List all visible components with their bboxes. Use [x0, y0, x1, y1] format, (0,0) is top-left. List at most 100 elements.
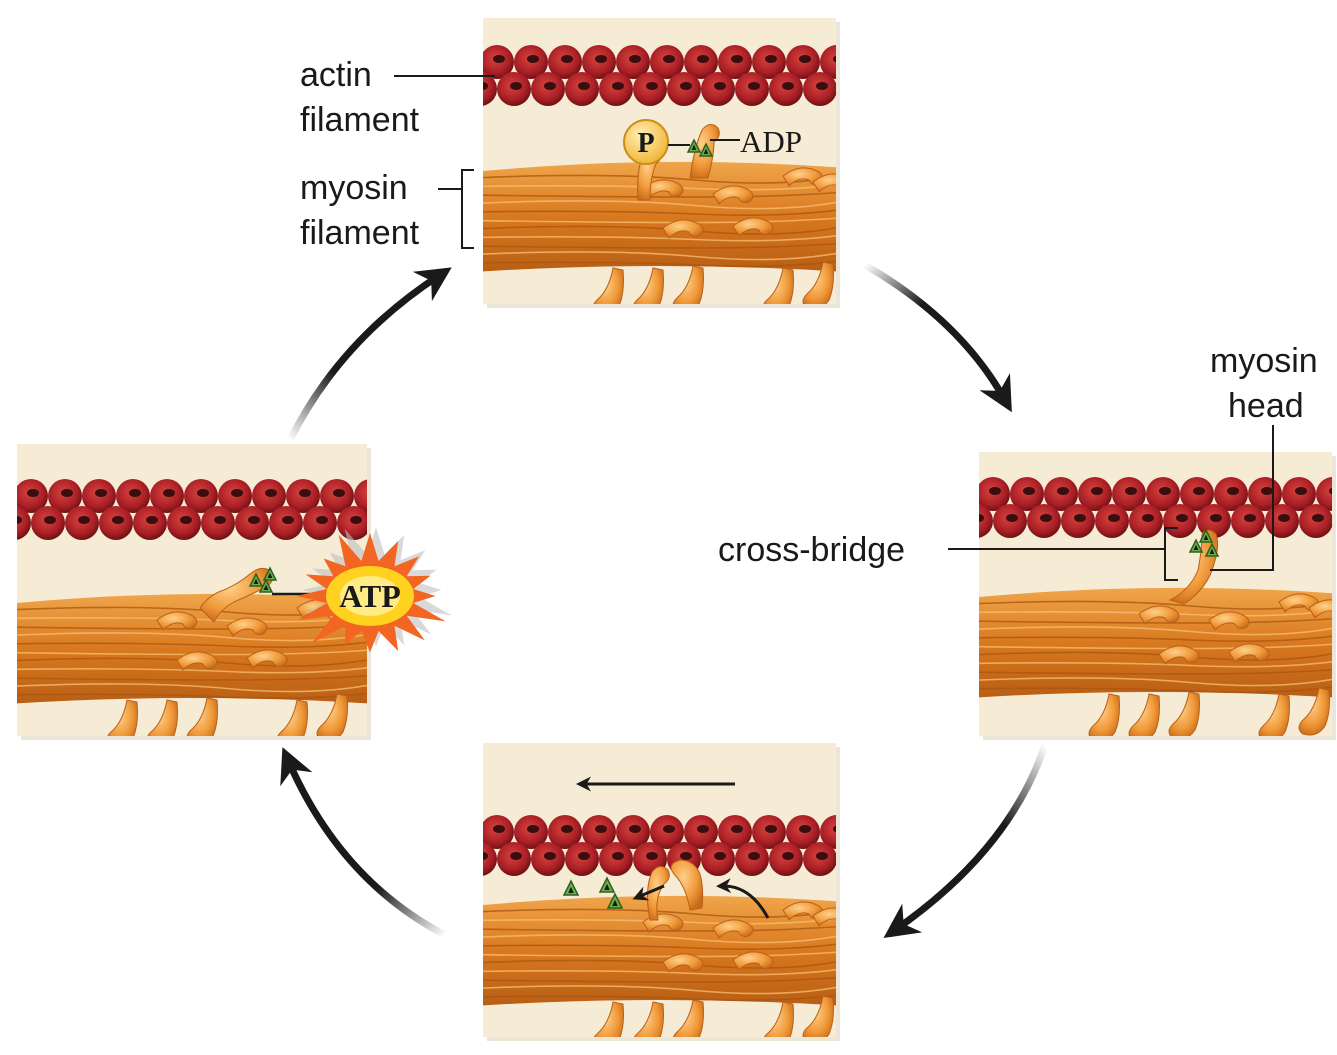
myosin-strand [483, 985, 836, 995]
actin-bead-core [78, 516, 90, 524]
actin-bead-core [1193, 487, 1205, 495]
actin-label-line2: filament [300, 101, 420, 139]
cross-bridge-label-text: cross-bridge [718, 531, 905, 569]
actin-bead-core [1329, 487, 1332, 495]
myosin-filament-label-line1: myosin [300, 169, 408, 207]
actin-bead [1316, 477, 1332, 511]
myosin-strand [483, 200, 836, 210]
actin-bead-core [483, 82, 488, 90]
panel-content [483, 776, 871, 1037]
actin-bead-core [1057, 487, 1069, 495]
actin-bead [354, 479, 367, 513]
myosin-head [712, 185, 754, 205]
myosin-head-label-line1: myosin [1210, 342, 1318, 380]
actin-bead-core [731, 55, 743, 63]
actin-bead-core [561, 825, 573, 833]
actin-bead-core [955, 487, 967, 495]
myosin-head [802, 261, 834, 304]
myosin-strand [17, 674, 367, 681]
myosin-head [1158, 645, 1200, 665]
myosin-strand [483, 934, 836, 944]
myosin-head [812, 173, 836, 193]
myosin-filament-label: myosin filament [300, 169, 474, 252]
actin-bead-core [697, 825, 709, 833]
actin-bead [979, 504, 993, 538]
myosin-head [672, 265, 704, 304]
myosin-filament-bracket [461, 169, 474, 249]
myosin-strand [483, 242, 836, 249]
cycle-arrow-right-to-bottom [883, 743, 1049, 938]
myosin-head [1308, 599, 1332, 619]
actin-label-line1: actin [300, 56, 372, 94]
actin-bead-core [95, 489, 107, 497]
myosin-head-power-stroke [670, 859, 704, 911]
adp-label: ADP [740, 124, 802, 159]
phosphate-circle [623, 119, 669, 165]
panel-bottom [483, 743, 871, 1041]
panel-right [942, 452, 1336, 740]
actin-bead-core [680, 852, 692, 860]
actin-filament [17, 479, 367, 540]
actin-bead-core [1142, 514, 1154, 522]
actin-bead-core [816, 852, 828, 860]
myosin-strand [979, 686, 1332, 694]
myosin-head [763, 267, 794, 304]
actin-bead-core [612, 852, 624, 860]
cross-bridge-label: cross-bridge [718, 527, 1178, 581]
actin-bead-core [1023, 487, 1035, 495]
myosin-strand [17, 632, 367, 642]
actin-bead-core [112, 516, 124, 524]
adp-triangle-core [263, 584, 269, 590]
actin-bead-core [833, 825, 836, 833]
adp-triangle-core [267, 572, 273, 578]
myosin-strand [17, 657, 367, 667]
actin-bead-core [799, 825, 811, 833]
actin-bead [837, 842, 871, 876]
myosin-head [316, 693, 348, 736]
actin-bead-core [129, 489, 141, 497]
myosin-head [147, 699, 178, 736]
myosin-strand [483, 251, 836, 261]
actin-bead-core [816, 82, 828, 90]
actin-bead-core [1227, 487, 1239, 495]
actin-bead-core [231, 489, 243, 497]
myosin-strand [979, 600, 1332, 610]
actin-bead-core [248, 516, 260, 524]
actin-bead-core [646, 82, 658, 90]
myosin-strand [17, 692, 367, 700]
adp-triangle-core [604, 883, 610, 890]
actin-bead-core [493, 825, 505, 833]
myosin-head [1168, 691, 1200, 736]
head-pivot-arrow [716, 878, 770, 919]
actin-bead-core [714, 82, 726, 90]
panel-content [17, 479, 367, 736]
myosin-strand [483, 191, 836, 198]
actin-bead-core [833, 55, 836, 63]
myosin-strand [483, 969, 836, 976]
actin-bead-core [680, 82, 692, 90]
myosin-strand [979, 668, 1332, 675]
adp-triangle-core [568, 886, 574, 893]
myosin-head [633, 267, 664, 304]
cycle-arrow-left-to-top [286, 267, 452, 442]
actin-bead [483, 72, 497, 106]
myosin-head [802, 995, 834, 1037]
myosin-head [107, 699, 138, 736]
actin-bead-core [578, 82, 590, 90]
actin-bead-core [299, 489, 311, 497]
adp-triangle-core [703, 148, 709, 154]
actin-bead [942, 477, 976, 511]
panel-left: ATP [17, 444, 452, 740]
panel-top: P [483, 18, 840, 308]
actin-bead-core [44, 516, 56, 524]
actin-bead [820, 815, 836, 849]
atp-label: ATP [339, 578, 401, 614]
actin-bead-core [595, 825, 607, 833]
actin-filament [483, 815, 871, 876]
myosin-head [186, 697, 218, 736]
actin-bead-core [782, 852, 794, 860]
actin-bead-core [1108, 514, 1120, 522]
actin-bead-core [1074, 514, 1086, 522]
actin-bead-core [646, 852, 658, 860]
adp-triangle-core [1203, 534, 1209, 540]
